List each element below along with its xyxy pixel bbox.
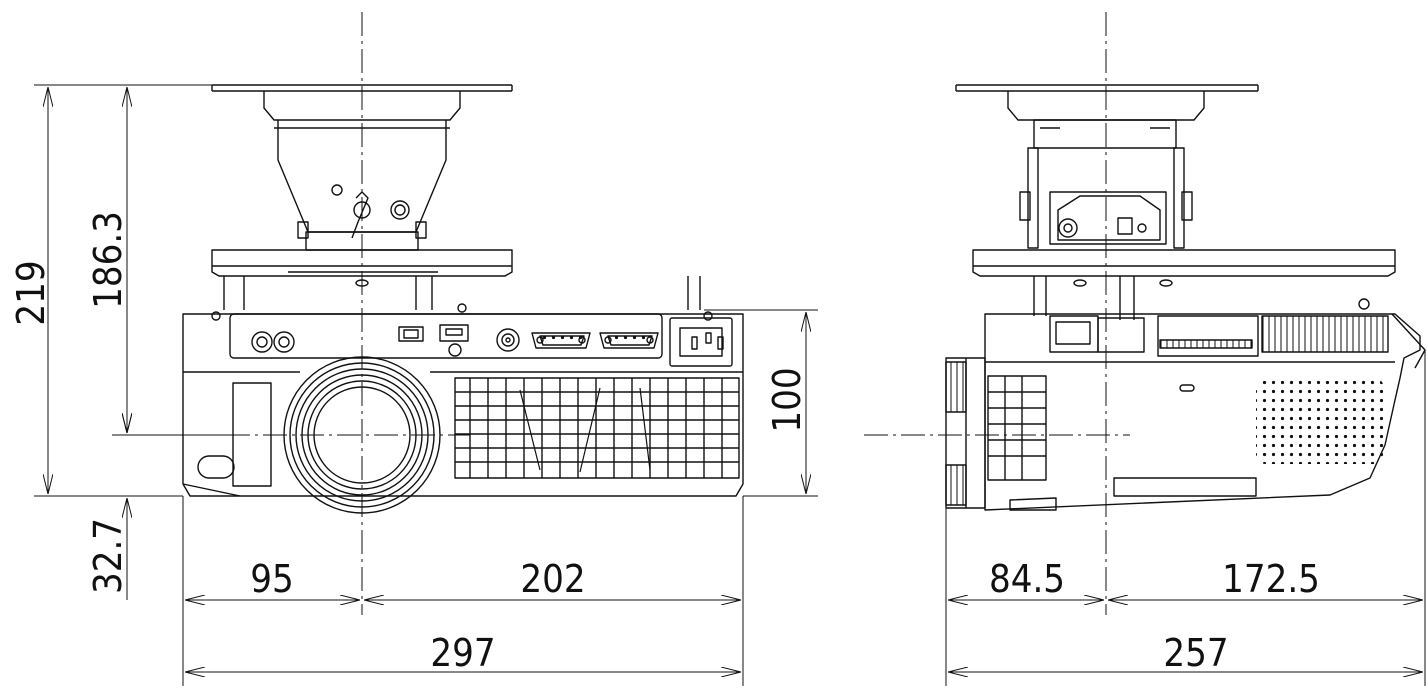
front-vent-grille <box>454 377 740 479</box>
rear-connector-panel <box>229 313 663 359</box>
side-projector-body <box>945 313 1426 511</box>
speaker-grille <box>1256 378 1384 464</box>
front-dimension-lines <box>34 84 818 686</box>
dim-label-left-depth: 84.5 <box>989 557 1065 601</box>
dim-label-drop-below: 32.7 <box>86 518 130 594</box>
side-dimension-lines <box>945 350 1426 686</box>
front-ceiling-mount <box>211 84 713 321</box>
dim-label-right-depth: 172.5 <box>1222 557 1320 601</box>
dim-label-left-width: 95 <box>250 557 294 601</box>
side-ceiling-mount <box>955 84 1396 320</box>
front-projector-body <box>182 313 744 514</box>
front-view <box>34 12 818 686</box>
side-lens-barrel <box>945 357 986 509</box>
power-inlet <box>669 317 733 367</box>
side-vent-grille <box>987 375 1047 481</box>
dim-label-right-width: 202 <box>520 557 585 601</box>
dim-label-total-depth: 257 <box>1163 631 1228 675</box>
dim-label-total-height: 219 <box>9 260 53 325</box>
side-view <box>864 12 1426 686</box>
dim-label-projector-height: 100 <box>765 367 809 432</box>
dim-label-total-width: 297 <box>430 631 495 675</box>
front-lens <box>283 356 441 514</box>
dim-label-height-to-plate: 186.3 <box>86 211 130 309</box>
